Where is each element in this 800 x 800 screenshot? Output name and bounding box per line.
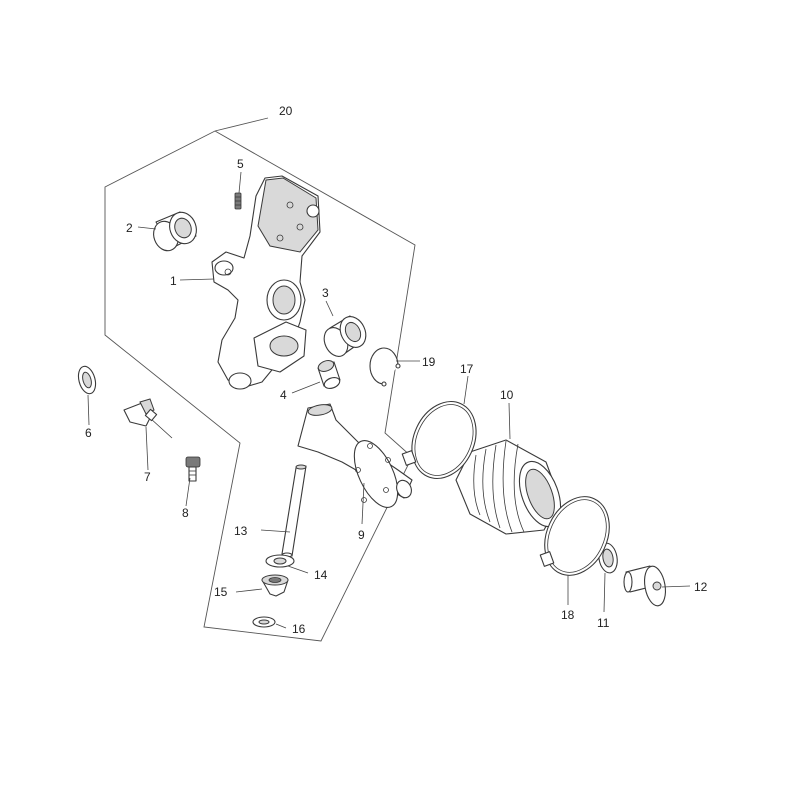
callout-11: 11 bbox=[597, 616, 610, 630]
callout-20: 20 bbox=[279, 104, 293, 118]
callout-19: 19 bbox=[422, 355, 436, 369]
callout-15: 15 bbox=[214, 585, 228, 599]
part-19-circlip bbox=[369, 347, 401, 387]
part-15-nut bbox=[261, 574, 289, 597]
callout-9: 9 bbox=[358, 528, 365, 542]
callout-10: 10 bbox=[500, 388, 514, 402]
part-1-steering-knuckle bbox=[211, 175, 321, 390]
leader-lines bbox=[87, 171, 691, 629]
callout-12: 12 bbox=[694, 580, 708, 594]
part-9-spindle bbox=[297, 403, 413, 508]
callout-13: 13 bbox=[234, 524, 248, 538]
part-3-bearing bbox=[323, 315, 367, 357]
part-2-bearing bbox=[153, 211, 197, 252]
part-17-clamp bbox=[401, 401, 477, 479]
part-4-bushing bbox=[317, 360, 341, 389]
part-8-bolt bbox=[185, 456, 201, 482]
part-18-clamp bbox=[539, 496, 610, 576]
callout-5: 5 bbox=[237, 157, 244, 171]
part-13-pin-rod bbox=[281, 464, 307, 558]
callout-7: 7 bbox=[144, 470, 151, 484]
callout-1: 1 bbox=[170, 274, 177, 288]
callout-8: 8 bbox=[182, 506, 189, 520]
part-14-washer bbox=[265, 554, 295, 568]
part-10-boot bbox=[455, 439, 562, 535]
callout-14: 14 bbox=[314, 568, 328, 582]
callout-3: 3 bbox=[322, 286, 329, 300]
part-5-set-screw bbox=[234, 192, 242, 210]
callout-17: 17 bbox=[460, 362, 474, 376]
callout-6: 6 bbox=[85, 426, 92, 440]
part-16-seal-ring bbox=[252, 616, 276, 628]
callout-2: 2 bbox=[126, 221, 133, 235]
callout-18: 18 bbox=[561, 608, 575, 622]
part-6-washer bbox=[77, 365, 97, 395]
callout-4: 4 bbox=[280, 388, 287, 402]
callout-16: 16 bbox=[292, 622, 306, 636]
assembly-group-frame bbox=[104, 117, 416, 642]
part-12-axle-pin bbox=[623, 565, 666, 607]
part-7-sensor bbox=[123, 398, 173, 439]
